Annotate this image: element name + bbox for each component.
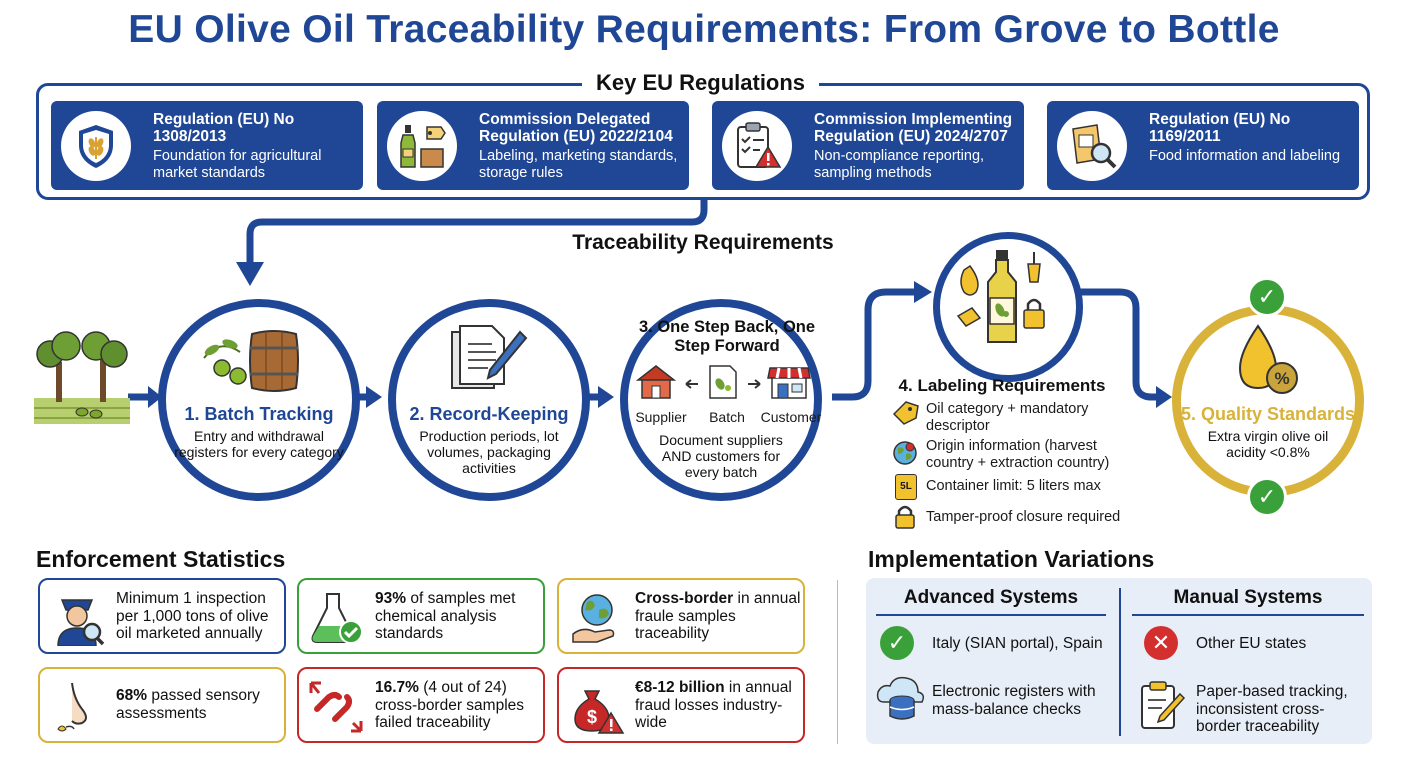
section-divider: [837, 580, 838, 744]
regulations-heading: Key EU Regulations: [582, 70, 820, 96]
regulation-card-1308: Regulation (EU) No 1308/2013 Foundation …: [51, 101, 363, 190]
manual-row-2: Paper-based tracking, inconsistent cross…: [1196, 683, 1348, 735]
flask-check-icon: [311, 593, 363, 644]
bottle-tag-icon: [387, 111, 457, 181]
regulation-desc: Food information and labeling: [1149, 148, 1341, 164]
customer-store-icon: [767, 367, 811, 399]
money-bag-warning-icon: $: [574, 690, 625, 734]
arrow-step-4-5: [1068, 288, 1162, 401]
check-top-icon: ✓: [1247, 277, 1287, 317]
step-2-title: 2. Record-Keeping: [409, 404, 569, 424]
document-pen-icon: [451, 325, 528, 389]
step-5-title: 5. Quality Standards: [1180, 404, 1356, 424]
implementation-heading: Implementation Variations: [868, 546, 1155, 572]
regulation-card-2024-2707: Commission Implementing Regulation (EU) …: [712, 101, 1024, 190]
stat-text: 16.7% (4 out of 24) cross-border samples…: [375, 679, 525, 731]
label-item-category: Oil category + mandatory descriptor: [926, 401, 1089, 434]
step-1-title: 1. Batch Tracking: [184, 404, 334, 424]
stat-text: 68% passed sensory assessments: [116, 687, 260, 722]
clipboard-warning-icon: [722, 111, 792, 181]
nose-drop-icon: [57, 682, 87, 732]
check-icon: ✓: [880, 626, 914, 660]
labeled-bottle-icon: [956, 250, 1045, 343]
step-5-desc: Extra virgin olive oil acidity <0.8%: [1207, 428, 1329, 460]
regulation-connector-arrowhead: [236, 262, 264, 286]
advanced-systems-heading: Advanced Systems: [903, 587, 1079, 608]
label-item-closure: Tamper-proof closure required: [926, 509, 1121, 525]
stat-card-failed: 16.7% (4 out of 24) cross-border samples…: [297, 667, 545, 743]
oil-drop-percent-icon: %: [1238, 324, 1298, 394]
implementation-divider: [1119, 588, 1121, 736]
advanced-row-2: Electronic registers with mass-balance c…: [932, 683, 1096, 718]
regulation-card-1169: Regulation (EU) No 1169/2011 Food inform…: [1047, 101, 1359, 190]
broken-chain-icon: [309, 681, 363, 733]
stat-card-inspection: Minimum 1 inspection per 1,000 tons of o…: [38, 578, 286, 654]
stat-text: 93% of samples met chemical analysis sta…: [375, 590, 516, 642]
chain-customer-label: Customer: [760, 409, 822, 425]
step-2-desc: Production periods, lot volumes, packagi…: [419, 428, 559, 476]
clipboard-pencil-icon: [1141, 681, 1186, 729]
olive-grove-icon: [34, 331, 130, 424]
enforcement-heading: Enforcement Statistics: [36, 546, 286, 572]
regulation-title: Commission Implementing Regulation (EU) …: [814, 111, 1013, 145]
regulation-card-2022-2104: Commission Delegated Regulation (EU) 202…: [377, 101, 689, 190]
label-item-origin: Origin information (harvest country + ex…: [926, 438, 1110, 471]
inspector-icon: [57, 599, 105, 646]
stat-card-fraud: $ €8-12 billion in annual fraud losses i…: [557, 667, 805, 743]
step-1-circle: [158, 299, 360, 501]
stat-text: Minimum 1 inspection per 1,000 tons of o…: [116, 590, 269, 642]
regulation-desc: Labeling, marketing standards, storage r…: [479, 148, 678, 181]
manual-underline: [1132, 614, 1364, 616]
traceability-heading: Traceability Requirements: [572, 231, 834, 254]
stat-text: Cross-border in annual fraule samples tr…: [635, 590, 801, 642]
regulation-desc: Non-compliance reporting, sampling metho…: [814, 148, 985, 181]
regulation-title: Commission Delegated Regulation (EU) 202…: [479, 111, 673, 145]
step-1-desc: Entry and withdrawal registers for every…: [174, 428, 344, 460]
step-4-title: 4. Labeling Requirements: [898, 376, 1106, 395]
page-title: EU Olive Oil Traceability Requirements: …: [128, 8, 1280, 51]
step-3-circle: [620, 299, 822, 501]
regulation-title: Regulation (EU) No 1308/2013: [153, 111, 295, 145]
step-2-circle: [388, 299, 590, 501]
shield-wheat-icon: [61, 111, 131, 181]
globe-pin-icon: [893, 441, 917, 465]
padlock-icon: [895, 505, 915, 529]
globe-hand-icon: [572, 594, 615, 643]
olive-barrel-icon: [203, 330, 299, 392]
x-icon: ✕: [1144, 626, 1178, 660]
cloud-database-icon: [876, 676, 925, 720]
regulation-desc: Foundation for agricultural market stand…: [153, 148, 322, 181]
chain-supplier-label: Supplier: [635, 409, 687, 425]
regulation-connector-arrow: [246, 200, 708, 272]
arrow-right-icon: [748, 379, 761, 389]
stat-card-crossborder: Cross-border in annual fraule samples tr…: [557, 578, 805, 654]
chain-batch-label: Batch: [709, 409, 745, 425]
arrow-step-3-4: [832, 288, 920, 401]
batch-document-icon: [709, 365, 737, 399]
oil-tag-icon: [892, 401, 919, 425]
supplier-farm-icon: [636, 365, 677, 399]
step-3-title: 3. One Step Back, One Step Forward: [638, 318, 816, 355]
label-item-container: Container limit: 5 liters max: [926, 478, 1101, 494]
food-label-magnifier-icon: [1057, 111, 1127, 181]
regulation-title: Regulation (EU) No 1169/2011: [1149, 111, 1291, 145]
check-bottom-icon: ✓: [1247, 477, 1287, 517]
svg-text:%: %: [1274, 369, 1289, 388]
stat-card-sensory: 68% passed sensory assessments: [38, 667, 286, 743]
step-3-desc: Document suppliers AND customers for eve…: [659, 432, 783, 480]
advanced-row-1: Italy (SIAN portal), Spain: [932, 635, 1103, 652]
advanced-underline: [876, 614, 1106, 616]
supply-chain-icons: [636, 365, 811, 399]
stat-card-chemical: 93% of samples met chemical analysis sta…: [297, 578, 545, 654]
stat-text: €8-12 billion in annual fraud losses ind…: [635, 679, 792, 731]
manual-systems-heading: Manual Systems: [1173, 587, 1323, 608]
manual-row-1: Other EU states: [1196, 635, 1307, 652]
container-5l-icon: 5L: [895, 474, 917, 500]
svg-text:$: $: [587, 707, 597, 727]
arrow-left-icon: [685, 379, 698, 389]
